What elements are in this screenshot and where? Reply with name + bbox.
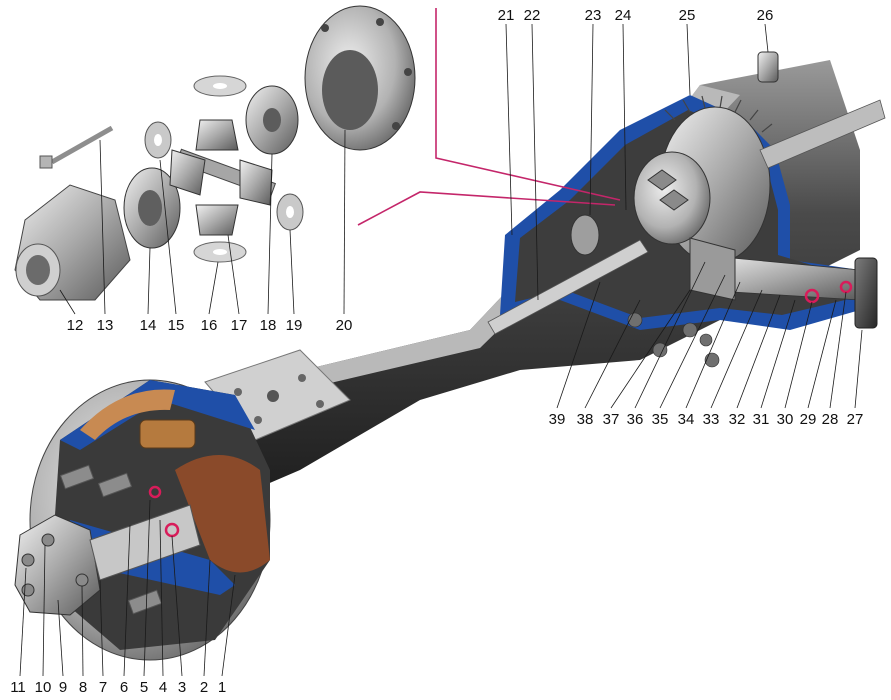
callout-32: 32 [729,411,746,428]
callout-37: 37 [603,411,620,428]
callout-20: 20 [336,317,353,334]
side-gear-right [245,85,299,155]
side-gear [123,167,181,249]
callout-1: 1 [218,679,226,696]
pinion-gear [689,237,736,301]
pointer-line-lower [357,191,616,226]
callout-4: 4 [159,679,167,696]
differential-pinions [169,119,277,236]
callout-9: 9 [59,679,67,696]
callout-39: 39 [549,411,566,428]
callout-23: 23 [585,7,602,24]
callout-36: 36 [627,411,644,428]
callout-5: 5 [140,679,148,696]
callout-16: 16 [201,317,218,334]
callout-21: 21 [498,7,515,24]
callout-35: 35 [652,411,669,428]
bolt [39,125,114,169]
differential-bearing [570,214,600,256]
callout-leaders [19,23,863,677]
bearing-seal [148,485,162,499]
side-gears [647,169,689,211]
callout-18: 18 [260,317,277,334]
callout-11: 11 [10,679,26,696]
callout-26: 26 [757,7,774,24]
pointer-line-upper [435,8,621,201]
wheel-studs [59,464,163,615]
callout-27: 27 [847,411,864,428]
callout-12: 12 [67,317,84,334]
callout-38: 38 [577,411,594,428]
wheel-cylinder [139,419,196,449]
callout-2: 2 [200,679,208,696]
callout-6: 6 [120,679,128,696]
callout-7: 7 [99,679,107,696]
differential-case-half [14,184,131,301]
callout-labels: 1 2 3 4 5 6 7 8 9 10 11 12 13 14 15 16 1… [10,7,863,696]
callout-34: 34 [678,411,695,428]
half-shaft [487,239,649,335]
spring-seat-hole [267,390,279,402]
callout-25: 25 [679,7,696,24]
callout-30: 30 [777,411,794,428]
callout-3: 3 [178,679,186,696]
callout-31: 31 [753,411,770,428]
callout-33: 33 [703,411,720,428]
callout-24: 24 [615,7,632,24]
callout-19: 19 [286,317,303,334]
brake-shoe [80,389,175,440]
differential-case-flange [304,5,416,151]
callout-17: 17 [231,317,248,334]
callout-8: 8 [79,679,87,696]
breather [757,51,779,83]
hub-flange [14,514,101,616]
callout-14: 14 [140,317,157,334]
brake-shoe-lining [175,455,270,573]
callout-10: 10 [35,679,52,696]
callout-28: 28 [822,411,839,428]
callout-22: 22 [524,7,541,24]
pinion-flange [854,257,878,329]
right-half-shaft [759,99,886,169]
callout-13: 13 [97,317,114,334]
callout-29: 29 [800,411,817,428]
callout-15: 15 [168,317,185,334]
